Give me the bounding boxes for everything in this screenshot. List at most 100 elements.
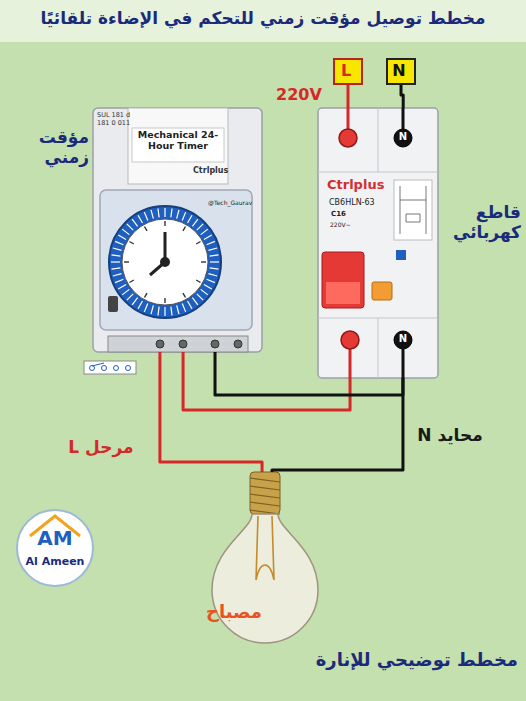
wire — [160, 352, 262, 472]
timer-segment — [201, 289, 208, 294]
wire-stub — [349, 349, 352, 378]
timer-segment — [171, 307, 172, 316]
timer-segment — [118, 235, 126, 240]
timer-body — [93, 108, 262, 352]
node-text: N — [388, 62, 410, 80]
wire-stub — [347, 108, 350, 129]
timer-segment — [111, 261, 120, 262]
timer-segment — [122, 289, 129, 294]
timer-segment — [115, 241, 123, 244]
leak-indicator — [396, 250, 406, 260]
timer-segment — [171, 208, 172, 217]
timer-segment — [118, 285, 126, 290]
breaker-toggle — [322, 252, 364, 308]
node-text: Ctrlplus — [193, 166, 253, 175]
timer-segment — [127, 294, 133, 300]
timer-segment — [127, 224, 133, 230]
relay-contact — [126, 366, 131, 371]
timer-segment — [122, 229, 129, 234]
lamp-thread — [250, 502, 280, 506]
node-text: Mechanical 24-Hour Timer — [133, 130, 223, 152]
wire-stub — [402, 108, 405, 129]
breaker-divider — [318, 318, 438, 319]
wire — [272, 378, 403, 472]
timer-switch — [108, 296, 118, 312]
dial-tick — [129, 242, 133, 245]
wire — [183, 352, 350, 410]
timer-segment — [111, 255, 120, 256]
dial-tick — [183, 293, 186, 297]
line-terminal: L — [333, 58, 363, 85]
breaker-schematic — [394, 180, 432, 240]
node-text: Ctrlplus — [327, 178, 403, 193]
breaker-schematic-lines — [400, 186, 426, 234]
timer-segment — [188, 301, 193, 309]
wire — [401, 85, 403, 108]
wire — [347, 85, 350, 108]
timer-segment — [115, 279, 123, 282]
neutral-terminal: N — [386, 58, 416, 85]
dial-tick — [129, 280, 133, 283]
timer-segment — [158, 307, 159, 316]
terminal-l-in — [339, 129, 357, 147]
terminal-n-in — [394, 129, 412, 147]
timer-segment — [182, 212, 185, 220]
relay-contact — [102, 366, 107, 371]
breaker-body — [318, 108, 438, 378]
breaker-divider — [318, 172, 438, 173]
rating-label: 220V~ — [330, 222, 370, 229]
lamp-glass — [212, 514, 318, 643]
dial-hub — [160, 257, 170, 267]
lamp-thread — [250, 494, 280, 498]
timer-name-plate — [132, 128, 224, 162]
timer-segment — [210, 268, 219, 269]
caption-note: مخطط توضيحي للإنارة — [300, 650, 518, 671]
timer-device: مؤقت زمنيMechanical 24-Hour TimerCtrlplu… — [93, 108, 262, 352]
terminal-n-out — [394, 331, 412, 349]
timer-terminal — [179, 340, 187, 348]
test-button — [372, 282, 392, 300]
timer-segment — [207, 279, 215, 282]
dial-tick — [201, 261, 206, 262]
dial-tick — [124, 261, 129, 262]
logo-disc — [17, 510, 93, 586]
timer-segment — [132, 298, 137, 305]
breaker-divider — [378, 318, 379, 378]
relay-contact — [90, 366, 95, 371]
node-heading: قاطع كهربائي — [445, 203, 521, 242]
dial-tick — [145, 293, 148, 297]
timer-terminal-strip — [108, 336, 248, 352]
dial-tick — [145, 226, 148, 230]
node-heading: مؤقت زمني — [5, 128, 89, 167]
lamp-cap — [250, 472, 280, 514]
timer-segment — [192, 298, 197, 305]
timer-window — [100, 190, 252, 330]
lamp-thread — [250, 478, 280, 482]
title-band — [0, 0, 526, 42]
timer-segment — [177, 210, 179, 219]
title: مخطط توصيل مؤقت زمني للتحكم في الإضاءة ت… — [6, 9, 520, 29]
wire-label: مرحل L — [58, 438, 144, 458]
timer-segment — [197, 224, 203, 230]
timer-segment — [113, 274, 122, 276]
dial-tick — [196, 280, 200, 283]
dial-tick — [183, 226, 186, 230]
lamp-thread — [250, 486, 280, 490]
timer-segment — [111, 268, 120, 269]
circuit-breaker: قاطع كهربائيCtrlplusCB6HLN-63C16 — [318, 108, 438, 378]
dial-tick — [164, 298, 165, 303]
timer-segment — [192, 219, 197, 226]
timer-segment — [164, 307, 165, 316]
lamp-filament — [256, 516, 274, 580]
node-text: مصباح — [199, 602, 269, 623]
timer-terminal — [156, 340, 164, 348]
timer-segment — [182, 304, 185, 312]
model-label: SUL 181 d — [97, 112, 127, 119]
timer-segment — [132, 219, 137, 226]
timer-segment — [158, 208, 159, 217]
timer-segment — [204, 235, 212, 240]
wire-stub — [402, 349, 405, 378]
